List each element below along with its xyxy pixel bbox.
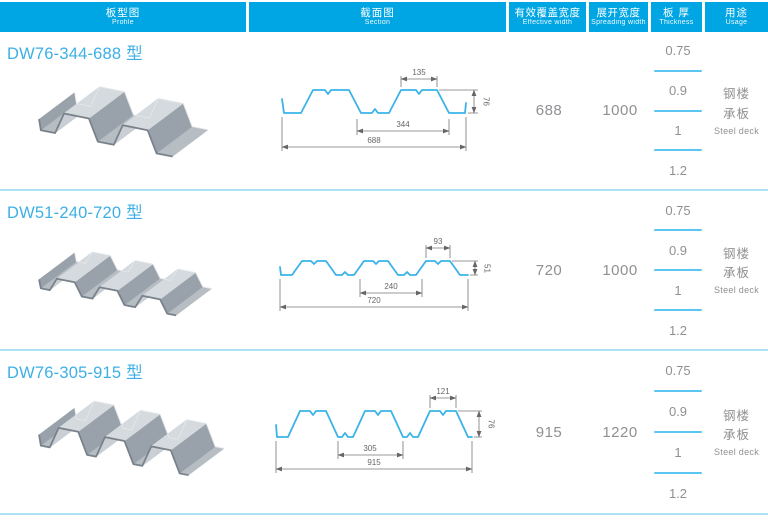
header-profile: 板型图 Profile (0, 2, 249, 32)
thickness-divider (654, 269, 702, 271)
usage-en: Steel deck (713, 125, 760, 136)
section-drawing: 121 76 305 915 (274, 387, 495, 473)
dim-top: 135 (412, 68, 426, 77)
thickness-value: 1.2 (668, 162, 688, 178)
table-header: 板型图 Profile 截面图 Section 有效覆盖宽度 Effective… (0, 2, 768, 32)
thickness-value: 1 (674, 122, 682, 138)
header-thickness-zh: 板 厚 (663, 6, 690, 19)
dim-overall: 915 (367, 458, 381, 467)
deck-3d-image (38, 86, 209, 158)
usage-zh-line2: 承板 (722, 428, 750, 442)
thickness-value: 0.75 (665, 202, 691, 218)
header-usage-zh: 用途 (725, 6, 748, 19)
header-effective-width-en: Effective width (522, 19, 573, 26)
row-title: DW76-305-915 型 (7, 364, 143, 382)
thickness-value: 1 (674, 445, 682, 460)
dim-overall: 688 (367, 136, 381, 145)
dim-pitch: 240 (384, 282, 398, 291)
thickness-value: 0.9 (668, 242, 688, 258)
deck-3d-image (38, 251, 213, 317)
section-drawing: 135 76 344 688 (280, 68, 490, 151)
thickness-cell: 0.75 0.9 1 1.2 (651, 32, 705, 189)
table-row: DW51-240-720 型 93 51 240 (0, 191, 768, 351)
usage-en: Steel deck (713, 447, 760, 458)
header-spreading-width-en: Spreading width (591, 19, 646, 26)
dim-height: 76 (481, 97, 490, 106)
deck-3d-image (38, 400, 225, 477)
thickness-divider (654, 431, 702, 433)
thickness-value: 1.2 (668, 322, 688, 338)
header-section-zh: 截面图 (360, 6, 395, 19)
header-profile-zh: 板型图 (105, 6, 141, 19)
dim-height: 51 (482, 264, 491, 273)
dim-pitch: 305 (363, 444, 377, 453)
row-title: DW76-344-688 型 (7, 45, 143, 63)
usage-zh-line1: 钢楼 (722, 408, 750, 423)
thickness-value: 0.75 (665, 363, 691, 378)
header-effective-width: 有效覆盖宽度 Effective width (509, 2, 589, 32)
header-thickness-en: Thickness (659, 19, 694, 26)
header-usage-en: Usage (725, 19, 748, 26)
header-usage: 用途 Usage (705, 2, 768, 32)
thickness-divider (654, 472, 702, 474)
dim-overall: 720 (367, 296, 381, 305)
thickness-value: 0.9 (668, 83, 688, 99)
header-profile-en: Profile (112, 19, 134, 26)
profile-cell-dw76-305-915: DW76-305-915 型 (0, 351, 249, 513)
thickness-divider (654, 69, 702, 72)
effective-width-value: 688 (535, 102, 563, 119)
thickness-divider (654, 109, 702, 112)
header-effective-width-zh: 有效覆盖宽度 (514, 6, 581, 19)
usage-cell: 钢楼 承板 Steel deck (705, 191, 768, 349)
usage-cell: 钢楼 承板 Steel deck (705, 351, 768, 513)
section-drawing: 93 51 240 720 (278, 237, 491, 311)
thickness-value: 1.2 (668, 486, 688, 501)
profile-cell-dw51-240-720: DW51-240-720 型 (0, 191, 249, 349)
thickness-value: 1 (674, 282, 682, 298)
thickness-divider (654, 390, 702, 392)
usage-cell: 钢楼 承板 Steel deck (705, 32, 768, 189)
table-row: DW76-305-915 型 121 76 305 (0, 351, 768, 515)
header-section-en: Section (364, 19, 391, 26)
spreading-width-value: 1220 (602, 423, 638, 441)
effective-width-value: 720 (535, 261, 563, 279)
dim-height: 76 (486, 419, 495, 428)
table-row: DW76-344-688 型 135 76 344 (0, 32, 768, 191)
section-cell: 135 76 344 688 (249, 32, 509, 189)
header-section: 截面图 Section (249, 2, 509, 32)
header-thickness: 板 厚 Thickness (651, 2, 705, 32)
effective-width-value: 915 (535, 423, 563, 441)
usage-zh-line1: 钢楼 (722, 87, 750, 102)
thickness-divider (654, 309, 702, 311)
spreading-width-value: 1000 (602, 102, 638, 119)
section-cell: 121 76 305 915 (249, 351, 509, 513)
thickness-divider (654, 229, 702, 231)
thickness-value: 0.9 (668, 404, 688, 419)
dim-top: 121 (436, 387, 450, 396)
spreading-width-value: 1000 (602, 261, 638, 279)
row-title: DW51-240-720 型 (7, 204, 143, 222)
thickness-cell: 0.75 0.9 1 1.2 (651, 191, 705, 349)
thickness-cell: 0.75 0.9 1 1.2 (651, 351, 705, 513)
usage-zh-line2: 承板 (722, 106, 750, 121)
dim-pitch: 344 (396, 120, 410, 129)
profile-cell-dw76-344-688: DW76-344-688 型 (0, 32, 249, 189)
dim-top: 93 (433, 237, 442, 246)
thickness-value: 0.75 (665, 43, 691, 59)
usage-zh-line1: 钢楼 (722, 246, 750, 261)
section-cell: 93 51 240 720 (249, 191, 509, 349)
usage-en: Steel deck (713, 285, 760, 296)
header-spreading-width-zh: 展开宽度 (596, 6, 641, 19)
usage-zh-line2: 承板 (722, 266, 750, 280)
header-spreading-width: 展开宽度 Spreading width (589, 2, 651, 32)
thickness-divider (654, 149, 702, 152)
